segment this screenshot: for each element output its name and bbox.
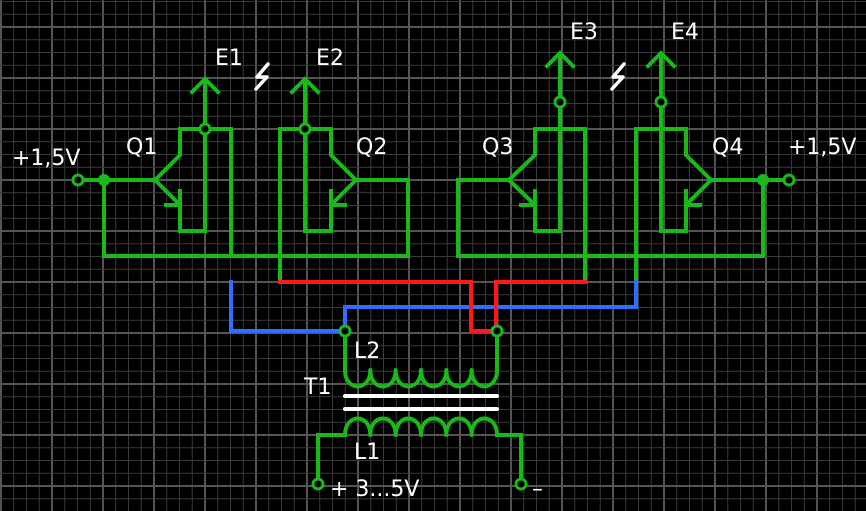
junctions: [98, 174, 769, 186]
transistor-q1[interactable]: [78, 127, 233, 258]
arrow-up-icon: [189, 76, 221, 95]
junction-dot: [757, 174, 769, 186]
label-l1: L1: [354, 440, 380, 465]
terminals: [71, 95, 796, 491]
transistor-q2[interactable]: [278, 127, 410, 284]
terminal-e2[interactable]: [298, 122, 312, 136]
blue-wire-q1: [229, 280, 345, 333]
electrode-e3[interactable]: [544, 50, 576, 104]
q3-base: [456, 178, 511, 258]
q4-emitter-arrow: [684, 189, 702, 207]
l2-winding: [343, 368, 499, 389]
terminal-supply-right[interactable]: [782, 173, 796, 187]
green-wires: [78, 50, 789, 486]
red-wire-q2: [278, 280, 496, 333]
q1-emitter-arrow: [164, 189, 182, 207]
q3-emitter-arrow: [519, 189, 537, 207]
terminal-l2-right[interactable]: [490, 324, 504, 338]
red-wires: [278, 280, 587, 333]
transistor-q4[interactable]: [634, 100, 789, 309]
blue-wires: [229, 280, 638, 333]
label-supply-right: +1,5V: [788, 135, 856, 160]
electrode-e1[interactable]: [189, 76, 221, 131]
spark-gap-right: [610, 62, 626, 91]
terminal-e4[interactable]: [654, 95, 668, 109]
red-wire-q3: [494, 280, 587, 331]
label-l2: L2: [354, 339, 380, 364]
q4-collector: [634, 127, 714, 309]
q3-emitter: [506, 100, 562, 233]
q1-collector: [152, 127, 233, 258]
q2-collector: [278, 127, 359, 284]
label-e1: E1: [215, 46, 243, 71]
label-q4: Q4: [712, 135, 743, 160]
arrow-up-icon: [645, 50, 677, 69]
label-e4: E4: [671, 20, 699, 45]
lightning-icon: [610, 62, 626, 91]
label-e2: E2: [316, 46, 344, 71]
terminal-input-minus[interactable]: [514, 477, 528, 491]
terminal-supply-left[interactable]: [71, 173, 85, 187]
l1-winding: [343, 416, 499, 437]
lightning-icon: [254, 62, 270, 91]
electrode-e4[interactable]: [645, 50, 677, 104]
blue-wire-q4: [343, 280, 638, 331]
transformer-t1[interactable]: [343, 368, 499, 437]
label-q1: Q1: [126, 135, 157, 160]
q2-emitter: [303, 127, 359, 233]
label-input-minus: –: [532, 477, 543, 502]
q4-emitter: [659, 100, 714, 233]
spark-gap-left: [254, 62, 270, 91]
terminal-e1[interactable]: [198, 122, 212, 136]
q3-collector: [506, 127, 587, 284]
terminal-e3[interactable]: [553, 95, 567, 109]
l1-left-lead: [316, 433, 347, 486]
arrow-up-icon: [289, 76, 321, 95]
electrode-e2[interactable]: [289, 76, 321, 131]
label-q2: Q2: [356, 135, 387, 160]
l1-right-lead: [495, 433, 523, 486]
terminal-input-plus[interactable]: [311, 477, 325, 491]
label-q3: Q3: [482, 135, 513, 160]
q2-emitter-arrow: [329, 189, 347, 207]
transistor-q3[interactable]: [456, 100, 587, 284]
arrow-up-icon: [544, 50, 576, 69]
label-t1: T1: [303, 375, 331, 400]
label-input-plus: + 3...5V: [330, 477, 419, 502]
junction-dot: [98, 174, 110, 186]
terminal-l2-left[interactable]: [338, 324, 352, 338]
q1-emitter: [152, 127, 207, 233]
label-e3: E3: [570, 20, 598, 45]
label-supply-left: +1,5V: [12, 146, 80, 171]
q2-base: [354, 178, 410, 258]
